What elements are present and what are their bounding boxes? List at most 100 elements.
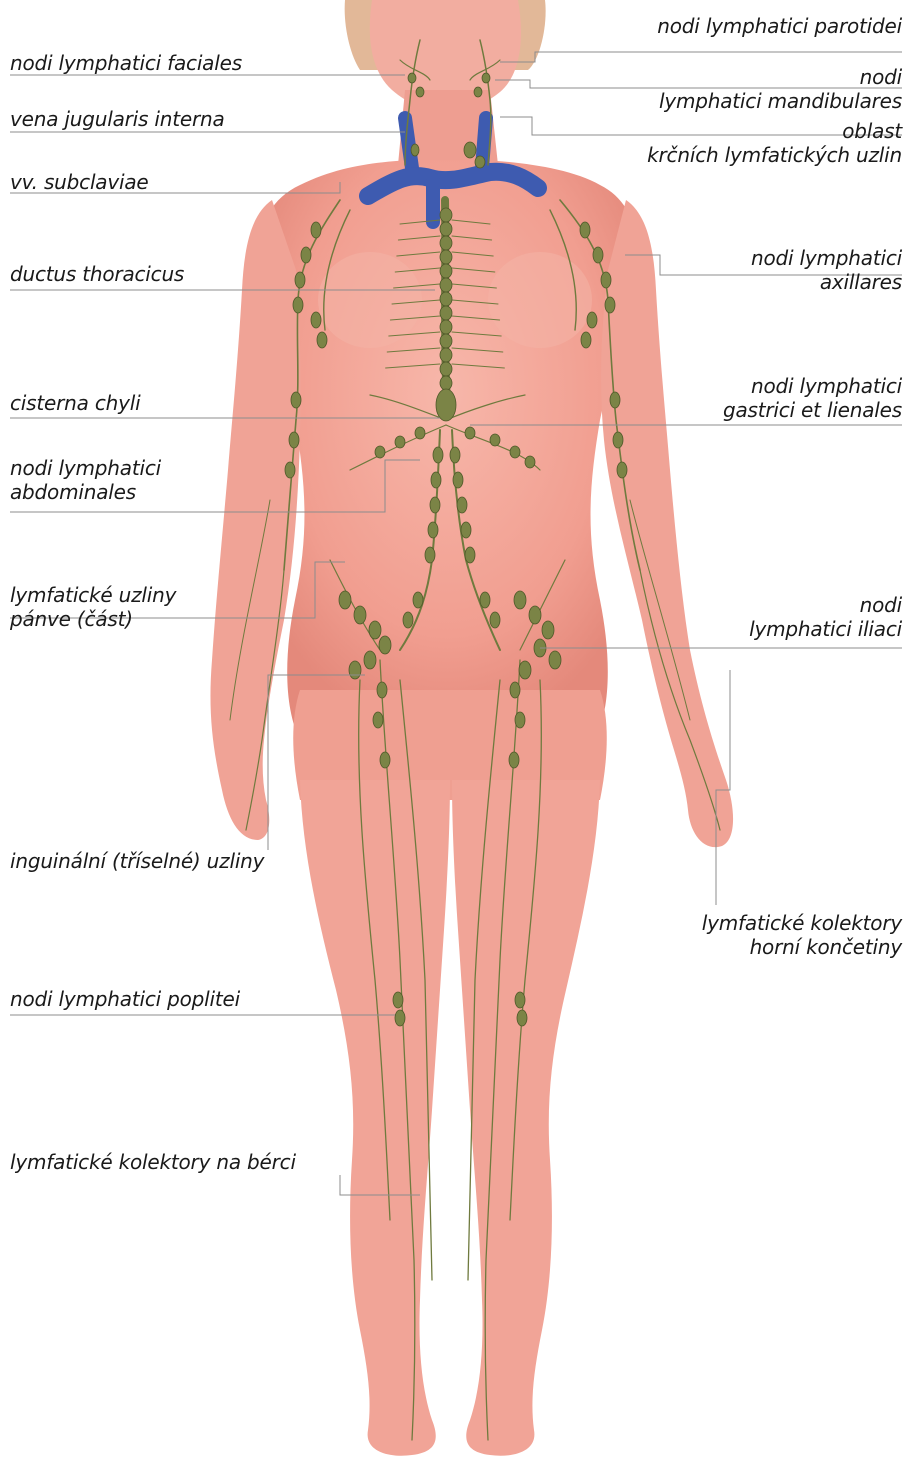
lymph-node: [515, 992, 525, 1008]
lymph-node: [450, 447, 460, 463]
label-kolektory-horni-konc: lymfatické kolektory horní končetiny: [702, 911, 902, 959]
lymph-node: [461, 522, 471, 538]
lymph-node: [354, 606, 366, 624]
label-line: lymfatické uzliny: [10, 583, 176, 607]
lymph-node: [440, 278, 452, 292]
lymph-node: [587, 312, 597, 328]
lymph-node: [457, 497, 467, 513]
lymph-node: [416, 87, 424, 97]
lymph-node: [465, 547, 475, 563]
label-cisterna-chyli: cisterna chyli: [10, 391, 140, 415]
label-nodi-poplitei: nodi lymphatici poplitei: [10, 987, 240, 1011]
lymph-node: [415, 427, 425, 439]
lymph-node: [364, 651, 376, 669]
lymph-node: [425, 547, 435, 563]
label-ductus-thoracicus: ductus thoracicus: [10, 262, 184, 286]
lymph-node: [549, 651, 561, 669]
lymph-node: [285, 462, 295, 478]
lymph-node: [515, 712, 525, 728]
lymph-node: [403, 612, 413, 628]
label-line: nodi: [749, 593, 902, 617]
lymph-node: [490, 434, 500, 446]
lymph-node: [440, 362, 452, 376]
lymph-node: [377, 682, 387, 698]
lymph-node: [289, 432, 299, 448]
label-uzliny-panve: lymfatické uzliny pánve (část): [10, 583, 176, 631]
lymph-node: [605, 297, 615, 313]
breast-left: [318, 252, 422, 348]
label-nodi-mandibulares: nodi lymphatici mandibulares: [659, 65, 902, 113]
lymph-node: [440, 292, 452, 306]
label-nodi-lymphatici-faciales: nodi lymphatici faciales: [10, 51, 242, 75]
lymph-node: [464, 142, 476, 158]
lymph-node: [430, 497, 440, 513]
label-kolektory-berci: lymfatické kolektory na bérci: [10, 1150, 296, 1174]
lymph-node: [428, 522, 438, 538]
label-nodi-axillares: nodi lymphatici axillares: [751, 246, 902, 294]
lymph-node: [375, 446, 385, 458]
label-line: abdominales: [10, 480, 161, 504]
lymph-node: [440, 348, 452, 362]
lymph-node: [581, 332, 591, 348]
lymph-node: [433, 447, 443, 463]
lymph-node: [373, 712, 383, 728]
lymph-node: [413, 592, 423, 608]
label-line: nodi lymphatici: [723, 374, 902, 398]
lymph-node: [593, 247, 603, 263]
lymph-node: [295, 272, 305, 288]
lymph-node: [482, 73, 490, 83]
lymph-node: [490, 612, 500, 628]
lymph-node: [311, 222, 321, 238]
label-vena-jugularis-interna: vena jugularis interna: [10, 107, 225, 131]
lymph-node: [480, 592, 490, 608]
lymph-node: [349, 661, 361, 679]
lymph-node: [475, 156, 485, 168]
lymph-node: [440, 264, 452, 278]
lymph-node: [440, 320, 452, 334]
lymph-node: [509, 752, 519, 768]
lymph-node: [440, 334, 452, 348]
lymph-node: [395, 436, 405, 448]
lymph-node: [311, 312, 321, 328]
right-leg: [452, 780, 600, 1456]
lymph-node: [379, 636, 391, 654]
lymph-node: [440, 250, 452, 264]
lymph-node: [301, 247, 311, 263]
lymph-node: [510, 682, 520, 698]
label-vv-subclaviae: vv. subclaviae: [10, 170, 149, 194]
lymph-node: [613, 432, 623, 448]
lymph-node: [393, 992, 403, 1008]
lymph-node: [395, 1010, 405, 1026]
lymph-node: [440, 208, 452, 222]
lymph-node: [291, 392, 301, 408]
label-nodi-parotidei: nodi lymphatici parotidei: [657, 14, 902, 38]
lymph-node: [474, 87, 482, 97]
label-line: lymphatici mandibulares: [659, 89, 902, 113]
lymph-node: [610, 392, 620, 408]
lymph-node: [529, 606, 541, 624]
lymph-node: [440, 376, 452, 390]
label-line: axillares: [751, 270, 902, 294]
lymph-node: [580, 222, 590, 238]
body-silhouette: [210, 0, 733, 1456]
label-line: nodi: [659, 65, 902, 89]
lymph-node: [514, 591, 526, 609]
lymph-node: [293, 297, 303, 313]
lymph-node: [440, 236, 452, 250]
lymph-node: [431, 472, 441, 488]
label-line: horní končetiny: [702, 935, 902, 959]
lymph-node: [542, 621, 554, 639]
lymph-node: [440, 306, 452, 320]
label-line: lymphatici iliaci: [749, 617, 902, 641]
lymph-node: [440, 222, 452, 236]
lymph-node: [465, 427, 475, 439]
left-leg: [300, 780, 450, 1456]
label-line: oblast: [647, 119, 902, 143]
lymph-node: [369, 621, 381, 639]
label-line: nodi lymphatici: [10, 456, 161, 480]
lymph-node: [408, 73, 416, 83]
lymph-node: [411, 144, 419, 156]
label-line: gastrici et lienales: [723, 398, 902, 422]
